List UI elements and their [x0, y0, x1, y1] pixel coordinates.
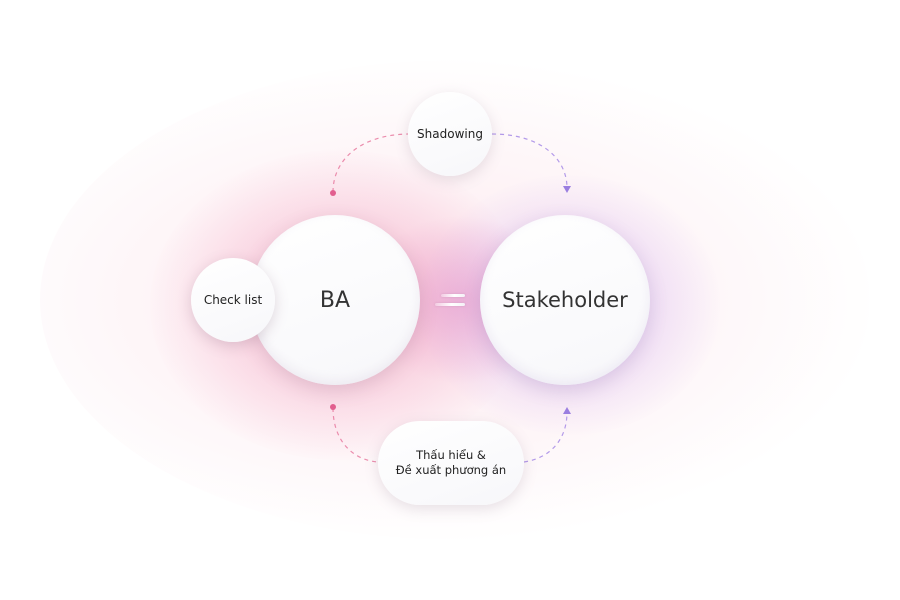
top-start-dot	[330, 190, 336, 196]
understand-label-line1: Thấu hiểu &	[416, 448, 486, 462]
stakeholder-node: Stakeholder	[480, 215, 650, 385]
bottom-start-dot	[330, 404, 336, 410]
top-arrow-head	[563, 186, 571, 193]
checklist-label: Check list	[203, 293, 263, 307]
shadowing-label: Shadowing	[417, 127, 483, 141]
understand-label-line2: Đề xuất phương án	[395, 463, 507, 477]
understand-propose-node: Thấu hiểu & Đề xuất phương án	[378, 421, 524, 505]
top-connector-left	[332, 133, 409, 193]
top-connector-right	[491, 133, 568, 189]
equals-bar-top	[441, 294, 465, 297]
ba-node: BA	[250, 215, 420, 385]
equals-icon	[433, 291, 467, 309]
bottom-connector-right	[523, 411, 568, 463]
bottom-arrow-head	[563, 407, 571, 414]
ba-label: BA	[319, 287, 351, 313]
checklist-node: Check list	[191, 258, 275, 342]
stakeholder-label: Stakeholder	[502, 288, 628, 312]
bottom-connector-left	[332, 407, 379, 463]
shadowing-node: Shadowing	[408, 92, 492, 176]
equals-bar-bottom	[435, 303, 465, 306]
